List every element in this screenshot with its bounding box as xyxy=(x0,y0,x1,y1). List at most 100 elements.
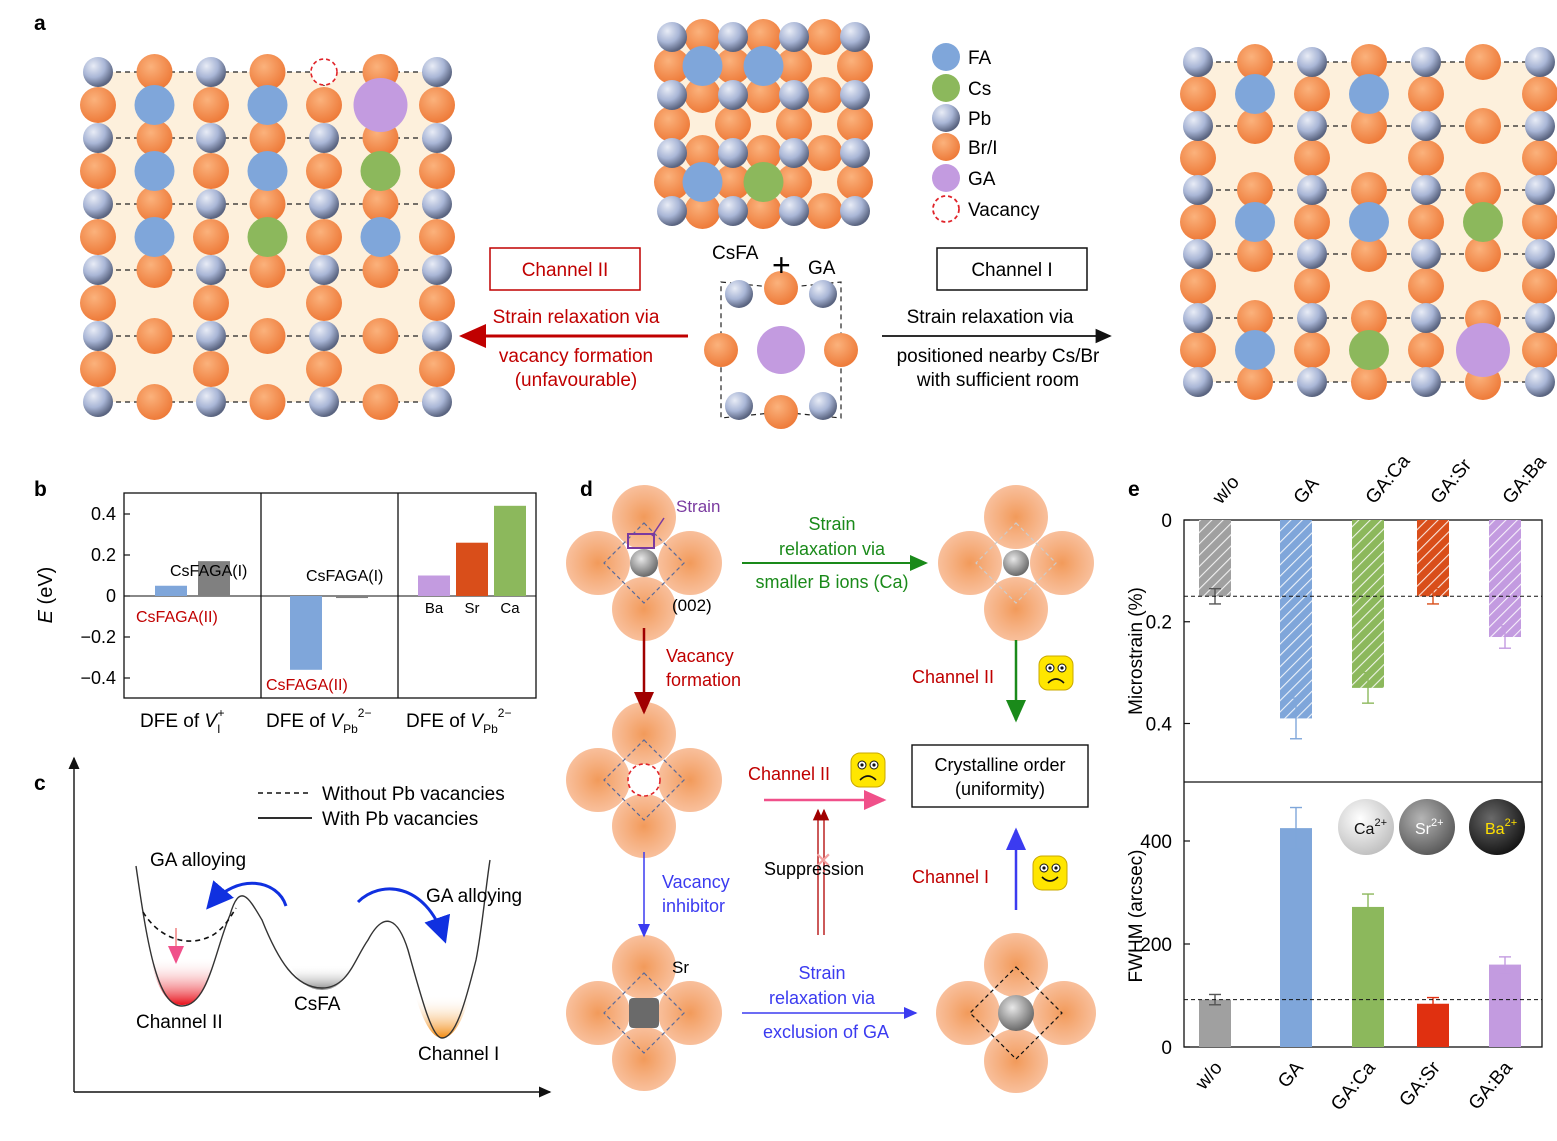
pb-atom xyxy=(196,387,226,417)
pb-atom xyxy=(1183,239,1213,269)
face-background xyxy=(850,752,886,788)
y-tick-label: 0 xyxy=(1161,1038,1172,1059)
pb-atom xyxy=(1183,111,1213,141)
pb-atom xyxy=(422,123,452,153)
pb-atom xyxy=(196,255,226,285)
top-arrow-text2: relaxation via xyxy=(779,539,886,559)
halide-atom xyxy=(745,135,782,171)
panel-b-yticks: 0.40.20−0.2−0.4 xyxy=(80,504,130,688)
panel-label-e: e xyxy=(1128,478,1140,501)
halide-atom xyxy=(612,485,676,549)
bar-csfagaii xyxy=(290,596,322,670)
panel-b-xlabel3-sup: 2− xyxy=(498,706,512,720)
pb-atom xyxy=(718,80,748,110)
halide-atom xyxy=(612,935,676,999)
ion-label: Ba2+ xyxy=(1485,817,1517,838)
pb-atom xyxy=(83,57,113,87)
top-arrow-text1: Strain xyxy=(808,514,855,534)
inhibitor-text2: inhibitor xyxy=(662,896,725,916)
ion-sphere xyxy=(1469,799,1525,855)
pb-atom xyxy=(657,138,687,168)
sad-face-icon xyxy=(1038,655,1074,691)
y-tick-label: 0 xyxy=(1161,511,1172,532)
panel-b-xlabel2-prefix: DFE of xyxy=(266,711,330,732)
pb-atom xyxy=(1183,47,1213,77)
halide-atom xyxy=(1408,140,1444,176)
halide-atom xyxy=(1294,204,1330,240)
pb-atom xyxy=(1525,367,1555,397)
y-axis-label: Microstrain (%) xyxy=(1126,587,1147,715)
suppression-cross: ✕ xyxy=(814,848,832,873)
halide-atom xyxy=(193,285,229,321)
category-label-bottom: w/o xyxy=(1191,1058,1227,1095)
bar-csfagai xyxy=(336,596,368,599)
ion-symbol: Ba xyxy=(1485,821,1505,838)
pb-atom xyxy=(196,123,226,153)
plane-label: (002) xyxy=(672,596,712,615)
pb-atom xyxy=(840,196,870,226)
pb-atom xyxy=(725,280,753,308)
halide-atom xyxy=(566,531,630,595)
legend-vacancy-marker xyxy=(932,195,960,223)
bar-ga xyxy=(1280,828,1312,1047)
halide-atom xyxy=(684,193,721,229)
halide-atom xyxy=(1465,44,1501,80)
halide-atom xyxy=(306,351,342,387)
bar-hatch xyxy=(1417,520,1449,597)
panel-b-xlabel3-prefix: DFE of xyxy=(406,711,470,732)
panel-b-xlabel1-sup: + xyxy=(217,706,224,720)
pb-atom xyxy=(779,22,809,52)
cs-cation xyxy=(1349,330,1389,370)
pb-atom xyxy=(809,280,837,308)
halide-atom xyxy=(136,186,173,222)
face-mouth xyxy=(859,775,877,781)
face-pupil xyxy=(1060,666,1064,670)
ion-symbol: Sr xyxy=(1415,821,1432,838)
halide-atom xyxy=(1522,140,1557,176)
halide-atom xyxy=(136,318,173,354)
panel-b-ylabel: E (eV) xyxy=(35,567,57,624)
halide-atom xyxy=(1351,300,1387,336)
well-label-channel2: Channel II xyxy=(136,1012,223,1033)
halide-atom xyxy=(984,485,1048,549)
ion-label: Ca2+ xyxy=(1354,817,1387,838)
halide-atom xyxy=(193,153,229,189)
pb-atom xyxy=(1411,111,1441,141)
fa-cation xyxy=(247,85,288,125)
lattice-top-csfa xyxy=(654,19,873,229)
fa-cation xyxy=(360,217,401,257)
halide-atom xyxy=(193,219,229,255)
halide-atom xyxy=(984,933,1048,997)
halide-atom xyxy=(136,54,173,90)
pb-atom xyxy=(196,57,226,87)
halide-atom xyxy=(806,77,843,113)
pb-atom xyxy=(779,196,809,226)
halide-atom xyxy=(1237,236,1273,272)
pb-atom xyxy=(1297,111,1327,141)
panel-b-label-csfaga2-a: CsFAGA(II) xyxy=(136,609,218,626)
energy-curve-solid xyxy=(135,859,491,1039)
bar-category-label: Ba xyxy=(425,600,444,617)
halide-atom xyxy=(1351,236,1387,272)
panel-c-legend-dashed: Without Pb vacancies xyxy=(322,784,505,805)
halide-atom xyxy=(1237,364,1273,400)
halide-atom xyxy=(806,19,843,55)
halide-atom xyxy=(1351,364,1387,400)
halide-atom xyxy=(612,794,676,858)
cs-cation xyxy=(743,162,784,202)
category-label-bottom: GA xyxy=(1274,1057,1308,1092)
halide-atom xyxy=(837,164,873,200)
category-label-bottom: GA:Ca xyxy=(1327,1057,1380,1115)
halide-atom xyxy=(684,19,721,55)
halide-atom xyxy=(654,106,690,142)
channel1-text1: Strain relaxation via xyxy=(907,307,1074,328)
bar-ca xyxy=(494,505,526,596)
panel-b-label-csfaga1-a: CsFAGA(I) xyxy=(170,563,247,580)
y-tick-label: −0.2 xyxy=(80,627,116,647)
halide-atom xyxy=(566,981,630,1045)
halide-atom xyxy=(1522,268,1557,304)
halide-atom xyxy=(362,186,399,222)
legend-a: FA Cs Pb Br/I GA Vacancy xyxy=(932,43,1040,223)
halide-atom xyxy=(776,48,812,84)
halide-atom xyxy=(1237,172,1273,208)
